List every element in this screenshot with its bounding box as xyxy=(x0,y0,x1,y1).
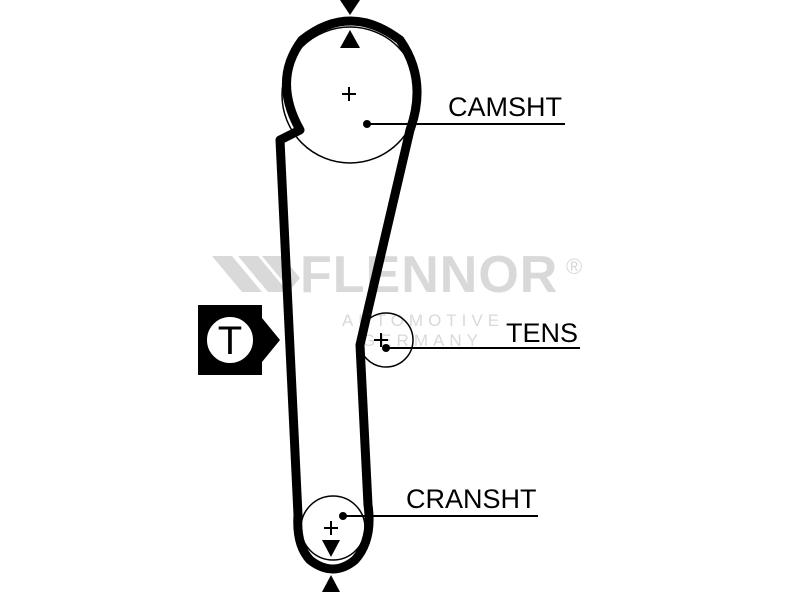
badge-circle xyxy=(205,315,255,365)
camshaft-leader-dot xyxy=(363,120,371,128)
leader-lines xyxy=(343,123,580,517)
watermark-line2: GERMANY xyxy=(362,331,483,350)
watermark-registered: ® xyxy=(566,254,582,279)
leader-dots xyxy=(339,120,390,520)
badge-arrow xyxy=(262,318,280,362)
tensioner-label: TENS xyxy=(506,318,578,348)
crankshaft-outer-timing-mark xyxy=(322,575,340,592)
watermark-line1: AUTOMOTIVE xyxy=(342,311,504,330)
tensioner-leader-dot xyxy=(382,344,390,352)
camshaft-label: CAMSHT xyxy=(448,92,562,122)
crankshaft-inner-timing-mark xyxy=(322,540,340,557)
badge-letter: T xyxy=(218,319,242,363)
watermark-brand: FLENNOR xyxy=(300,246,558,304)
crankshaft-label: CRANSHT xyxy=(406,484,537,514)
timing-marks xyxy=(322,0,360,592)
crankshaft-leader-dot xyxy=(339,512,347,520)
pulley-centers xyxy=(324,87,388,535)
camshaft-outer-timing-mark xyxy=(340,0,360,15)
camshaft-inner-timing-mark xyxy=(340,30,360,48)
tension-side-badge: T xyxy=(198,305,280,375)
timing-belt xyxy=(275,16,422,574)
flennor-watermark: FLENNOR ® AUTOMOTIVE GERMANY xyxy=(212,246,582,350)
